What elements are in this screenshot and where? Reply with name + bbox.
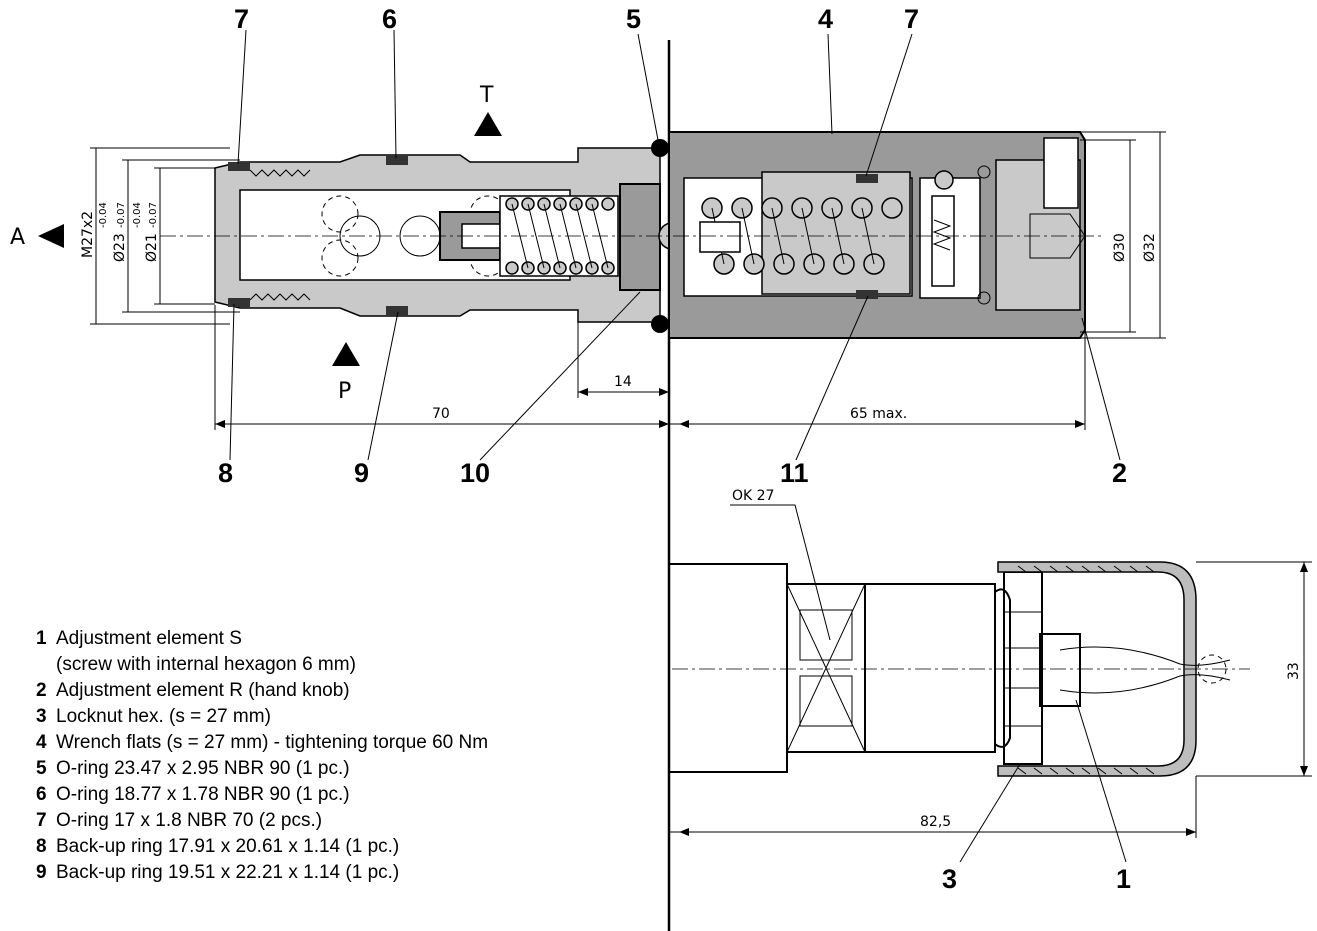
callout-3: 3 xyxy=(942,864,957,894)
d21-tol-lower: -0.07 xyxy=(148,202,159,228)
diameter-dimensions-right xyxy=(1060,131,1166,339)
pilot-spring xyxy=(701,197,903,275)
ok27-label: OK 27 xyxy=(732,488,774,504)
leader-lines xyxy=(229,29,1121,461)
o-ring-5-top xyxy=(651,139,669,157)
legend-item: (screw with internal hexagon 6 mm) xyxy=(56,654,356,675)
port-p-arrow xyxy=(332,342,360,366)
d30-label: Ø30 xyxy=(1112,233,1128,262)
callout-8: 8 xyxy=(218,458,233,488)
callout-9: 9 xyxy=(354,458,369,488)
d23-tol-upper: -0.04 xyxy=(98,202,109,228)
side-view-knob xyxy=(668,561,1250,777)
d23-label: Ø23 xyxy=(112,233,128,262)
o-ring-7-left-top xyxy=(228,162,250,171)
callout-4: 4 xyxy=(818,4,833,34)
len14-label: 14 xyxy=(614,374,632,390)
ok27-leader xyxy=(730,504,831,641)
port-a-arrow xyxy=(38,224,64,248)
hand-knob-shell xyxy=(997,561,1197,777)
d21-tol-upper: -0.04 xyxy=(132,202,143,228)
callout-10: 10 xyxy=(460,458,490,488)
port-t-label: T xyxy=(479,83,494,108)
callout-7-right: 7 xyxy=(904,4,919,34)
back-up-ring-8 xyxy=(228,298,250,307)
callout-6: 6 xyxy=(382,4,397,34)
callout-2: 2 xyxy=(1112,458,1127,488)
height33-label: 33 xyxy=(1286,662,1302,680)
o-ring-6 xyxy=(386,156,408,165)
pilot-housing-section xyxy=(668,131,1086,339)
diameter-dimensions-left xyxy=(90,147,240,325)
d23-tol-lower: -0.07 xyxy=(116,202,127,228)
port-a-label: A xyxy=(10,225,25,250)
port-t-arrow xyxy=(474,112,502,136)
callout-11: 11 xyxy=(780,458,809,488)
main-spring xyxy=(505,197,615,275)
port-p-label: P xyxy=(338,379,351,404)
back-up-ring-9 xyxy=(386,306,408,315)
d21-label: Ø21 xyxy=(144,233,160,262)
o-ring-5-bottom xyxy=(651,315,669,333)
callout-1: 1 xyxy=(1116,864,1131,894)
len70-label: 70 xyxy=(432,406,450,422)
length-dimensions-top xyxy=(214,305,1086,430)
len65-label: 65 max. xyxy=(850,406,907,422)
callout-5: 5 xyxy=(626,4,641,34)
cartridge-section xyxy=(214,139,686,333)
callout-7-left: 7 xyxy=(234,4,249,34)
len82-label: 82,5 xyxy=(920,814,951,830)
o-ring-7-right xyxy=(856,174,878,183)
d32-label: Ø32 xyxy=(1142,233,1158,262)
o-ring-11 xyxy=(856,290,878,299)
thread-label: M27x2 xyxy=(80,211,96,258)
